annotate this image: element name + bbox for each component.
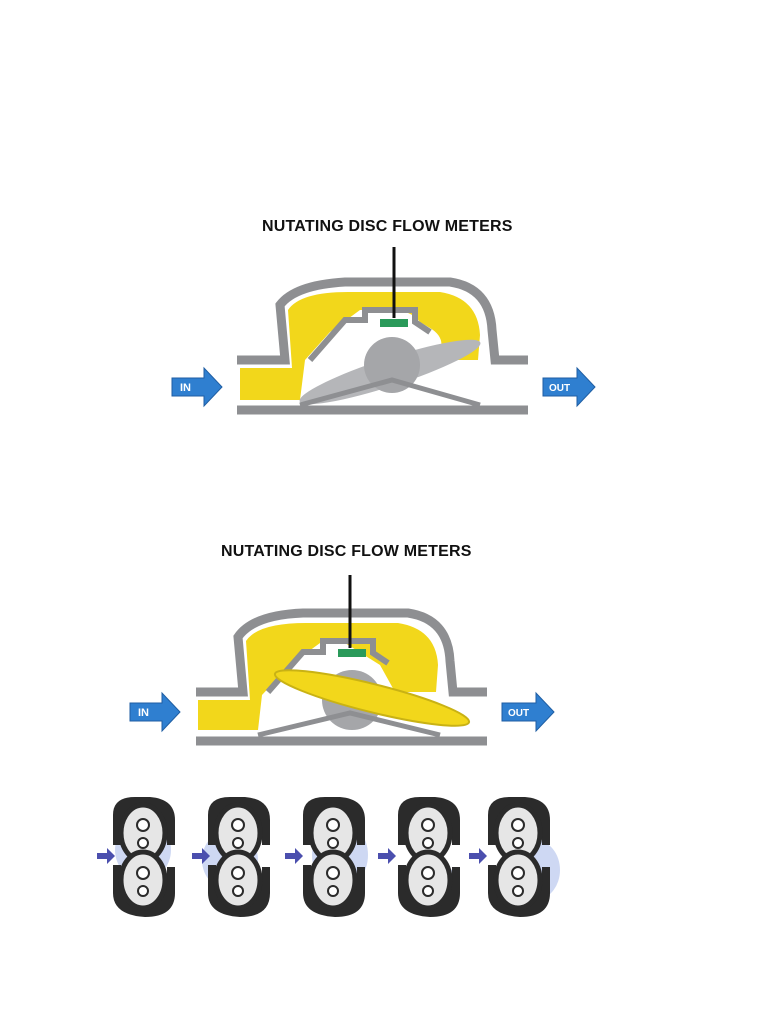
in-label: IN (138, 707, 149, 719)
sensor (380, 319, 408, 327)
out-arrow-icon: OUT (542, 366, 596, 408)
flow-arrow-icon (469, 848, 487, 864)
chamber-wall (307, 307, 432, 362)
sensor (338, 649, 366, 657)
nutating-disc-diagram-2: NUTATING DISC FLOW METERS IN OUT (0, 535, 768, 755)
housing-top (237, 277, 528, 365)
out-label: OUT (549, 383, 570, 394)
flow-arrow-icon (378, 848, 396, 864)
disc-ball (364, 337, 420, 393)
diagram-title: NUTATING DISC FLOW METERS (262, 218, 513, 235)
housing-top (196, 608, 487, 697)
gear-stage-1 (113, 797, 175, 917)
meter-cross-section: IN OUT (171, 247, 596, 415)
in-arrow-icon: IN (129, 691, 181, 733)
gear-stage-3 (303, 797, 368, 917)
oval-gear-sequence (97, 795, 560, 920)
out-arrow-icon: OUT (501, 691, 555, 733)
meter-cross-section: IN OUT (129, 575, 555, 746)
gear-stage-4 (398, 797, 460, 917)
diagram-title: NUTATING DISC FLOW METERS (221, 543, 472, 560)
out-label: OUT (508, 708, 529, 719)
nutating-disc-diagram-1: NUTATING DISC FLOW METERS IN OUT (0, 210, 768, 430)
gear-stage-2 (202, 797, 270, 917)
chamber-wall (265, 638, 390, 694)
nutating-disc (273, 669, 471, 727)
fluid-chamber (198, 623, 438, 730)
in-arrow-icon: IN (171, 366, 223, 408)
gear-stage-5 (488, 797, 560, 917)
in-label: IN (180, 382, 191, 394)
lower-cone (299, 377, 481, 408)
flow-arrow-icon (97, 848, 115, 864)
lower-cone (257, 710, 441, 738)
flow-arrow-icon (192, 848, 210, 864)
fluid-chamber (240, 292, 480, 400)
flow-arrow-icon (285, 848, 303, 864)
